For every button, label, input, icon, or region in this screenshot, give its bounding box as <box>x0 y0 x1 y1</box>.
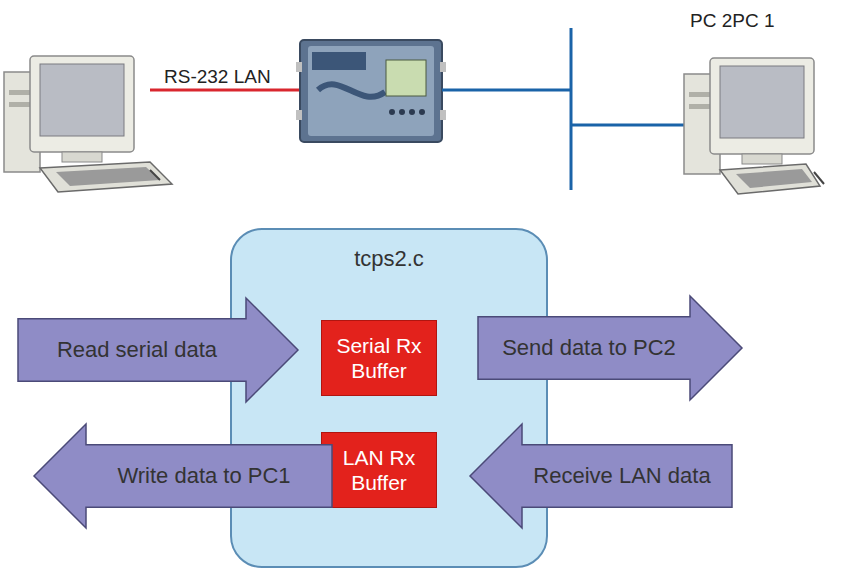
network-label: RS-232 LAN <box>164 66 271 88</box>
program-title: tcps2.c <box>232 246 546 272</box>
arrow-outline <box>478 296 742 400</box>
pc-left <box>4 56 172 192</box>
network-label: PC 2PC 1 <box>690 10 774 32</box>
flow-arrow: Send data to PC2 <box>478 296 742 400</box>
pc-right <box>684 58 824 194</box>
arrow-label: Write data to PC1 <box>117 463 290 488</box>
arrow-label: Read serial data <box>57 337 217 362</box>
flow-arrow: Receive LAN data <box>470 424 732 528</box>
flow-arrow: Write data to PC1 <box>34 424 332 528</box>
buffer-box: Serial Rx Buffer <box>321 320 437 396</box>
serial-device <box>296 40 446 142</box>
arrow-outline <box>34 424 332 528</box>
flow-arrow: Read serial data <box>18 298 298 402</box>
arrow-outline <box>470 424 732 528</box>
arrow-outline <box>18 298 298 402</box>
arrow-label: Receive LAN data <box>533 463 710 488</box>
buffer-box: LAN Rx Buffer <box>321 432 437 508</box>
lan-bus <box>570 28 573 190</box>
lan-cable <box>571 124 692 127</box>
buffer-label: Serial Rx Buffer <box>322 331 436 385</box>
arrow-label: Send data to PC2 <box>502 335 676 360</box>
serial-cable <box>150 89 302 92</box>
program-box: tcps2.cSerial Rx BufferLAN Rx Buffer <box>230 228 548 568</box>
lan-cable <box>442 89 572 92</box>
buffer-label: LAN Rx Buffer <box>322 443 436 497</box>
